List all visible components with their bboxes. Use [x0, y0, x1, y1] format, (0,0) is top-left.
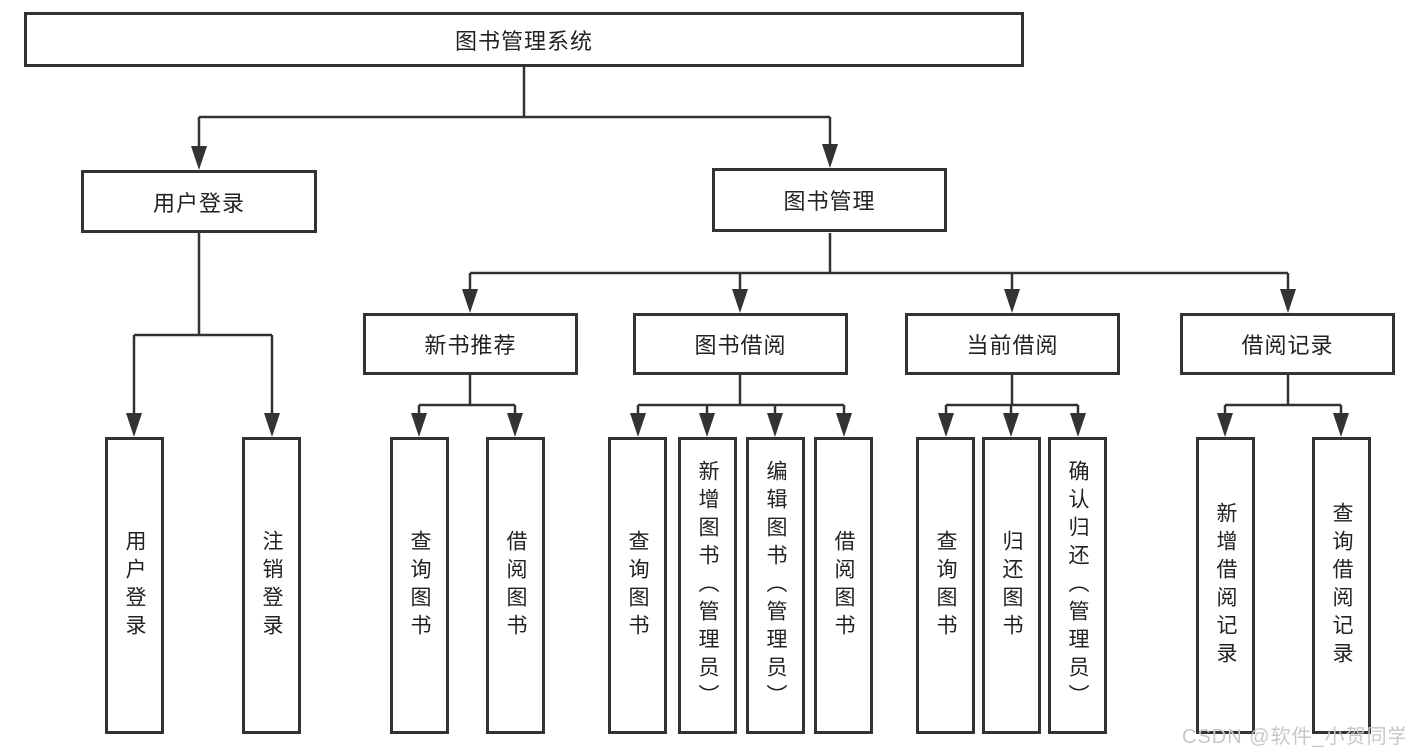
arrowheads [126, 144, 1349, 437]
node-book-management: 图书管理 [712, 168, 947, 232]
node-new-book-recommendation: 新书推荐 [363, 313, 578, 375]
leaf-br-query-record: 查询借阅记录 [1312, 437, 1371, 734]
node-library-management-system: 图书管理系统 [24, 12, 1024, 67]
csdn-watermark: CSDN @软件_小贺同学 [1182, 726, 1405, 747]
node-book-borrowing: 图书借阅 [633, 313, 848, 375]
leaf-nbr-query-books: 查询图书 [390, 437, 449, 734]
leaf-bb-add-books-admin: 新增图书（管理员） [678, 437, 737, 734]
leaf-br-add-record: 新增借阅记录 [1196, 437, 1255, 734]
leaf-cb-confirm-return-admin: 确认归还（管理员） [1048, 437, 1107, 734]
leaf-nbr-borrow-books: 借阅图书 [486, 437, 545, 734]
leaf-cb-return-books: 归还图书 [982, 437, 1041, 734]
leaf-logout-login: 注销登录 [242, 437, 301, 734]
node-current-borrowing: 当前借阅 [905, 313, 1120, 375]
leaf-cb-query-books: 查询图书 [916, 437, 975, 734]
leaf-bb-borrow-books: 借阅图书 [814, 437, 873, 734]
leaf-user-login: 用户登录 [105, 437, 164, 734]
node-user-login: 用户登录 [81, 170, 317, 233]
node-borrowing-records: 借阅记录 [1180, 313, 1395, 375]
leaf-bb-query-books: 查询图书 [608, 437, 667, 734]
leaf-bb-edit-books-admin: 编辑图书（管理员） [746, 437, 805, 734]
